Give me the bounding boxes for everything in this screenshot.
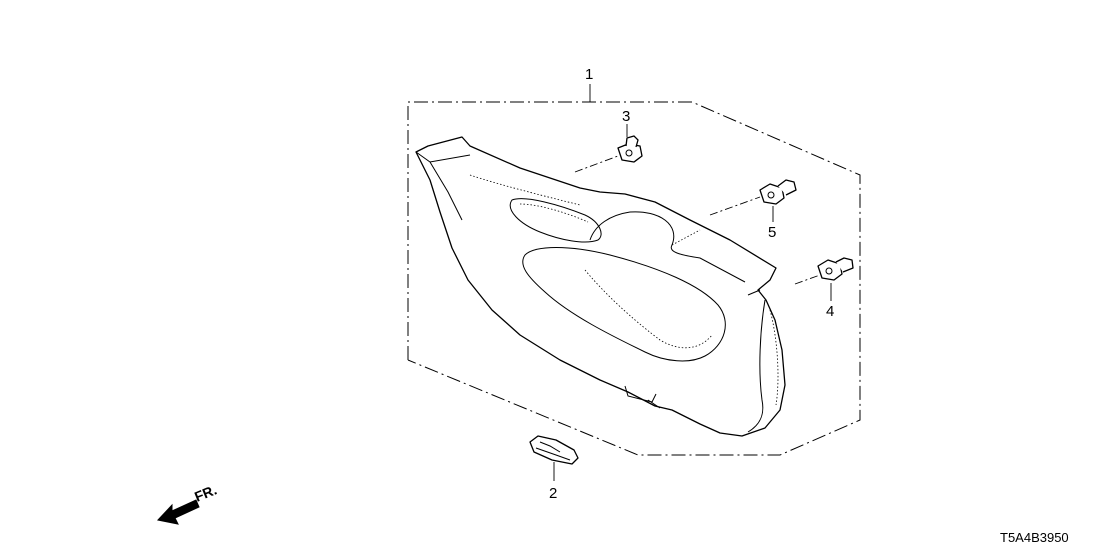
front-direction-label: FR. [192,481,219,504]
trim-panel-pocket-upper-inner [519,203,589,223]
trim-panel-side-stitch [769,309,779,406]
trim-panel-recess-inner [584,269,713,349]
trim-panel-outline [415,136,786,437]
clip-part-2[interactable] [529,435,579,465]
clip-3-head [617,143,643,163]
trim-panel-recess [522,247,726,362]
trim-panel-contour-seam [469,174,701,246]
clip-part-3[interactable] [617,135,643,163]
clip-5-head [759,183,785,205]
clip-2-detail [535,441,571,461]
front-direction-arrow-icon [157,499,200,525]
clip-4-head [817,259,843,281]
clip-3-center [625,149,633,157]
diagram-code: T5A4B3950 [1000,530,1069,545]
callout-2: 2 [549,485,557,502]
callout-1: 1 [585,66,593,83]
callout-3: 3 [622,108,630,125]
callout-5: 5 [768,224,776,241]
trim-panel-side-edge [747,289,766,433]
clip-5-shank [777,179,797,196]
clip-5-center [767,191,775,199]
trim-panel-pocket-upper [509,198,602,243]
trim-panel-bottom-tab [624,385,661,409]
callout-4: 4 [826,303,834,320]
clip-4-center [825,267,833,275]
callout-3-dash-leader [574,155,619,173]
clip-2-body [529,435,579,465]
clip-3-shank [625,135,639,148]
clip-part-4[interactable] [817,257,854,281]
callout-4-dash-leader [794,274,821,285]
trim-panel-contour [589,211,746,283]
trim-panel[interactable] [415,136,786,437]
assembly-boundary [407,101,861,456]
callout-5-dash-leader [709,196,761,216]
front-direction-indicator: FR. [157,481,219,525]
clip-part-5[interactable] [759,179,797,205]
trim-panel-rim [415,151,471,221]
clip-4-shank [835,257,854,273]
